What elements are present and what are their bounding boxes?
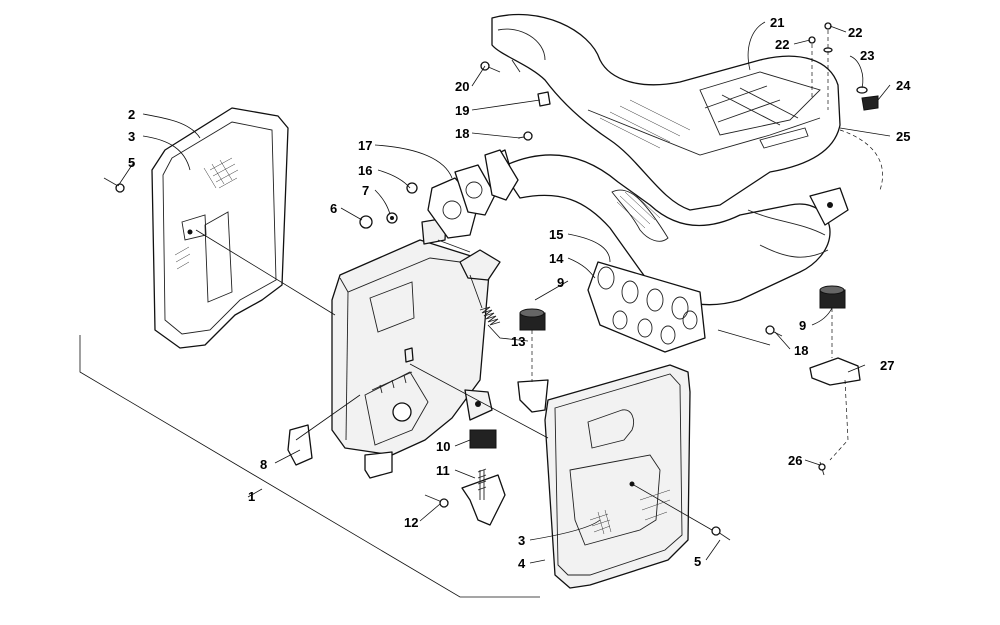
- callout-18b: 18: [794, 343, 808, 358]
- callout-17: 17: [358, 138, 372, 153]
- callout-6: 6: [330, 201, 337, 216]
- lower-mount-bracket: [287, 424, 506, 526]
- callout-9: 9: [557, 275, 564, 290]
- manifold-gasket: [587, 261, 706, 353]
- leader-lines: [117, 21, 891, 564]
- callout-5b: 5: [694, 554, 701, 569]
- heat-shield-left: [151, 107, 289, 349]
- callout-2: 2: [128, 107, 135, 122]
- callout-11: 11: [436, 463, 450, 478]
- callout-1: 1: [248, 489, 255, 504]
- callout-26: 26: [788, 453, 802, 468]
- callout-19: 19: [455, 103, 469, 118]
- callout-22: 22: [848, 25, 862, 40]
- spring: [469, 274, 501, 326]
- rubber-mount-right: [809, 285, 861, 461]
- rubber-mount-center: [517, 308, 549, 413]
- callout-9b: 9: [799, 318, 806, 333]
- callout-15: 15: [549, 227, 563, 242]
- callout-labels: 1 2 3 3 4 5 5 6 7 8 9 9 10 11 12 13 14 1…: [128, 15, 911, 571]
- callout-14: 14: [549, 251, 564, 266]
- callout-24: 24: [896, 78, 911, 93]
- callout-8: 8: [260, 457, 267, 472]
- fasteners: [103, 22, 883, 541]
- callout-25: 25: [896, 129, 910, 144]
- callout-20: 20: [455, 79, 469, 94]
- callout-23: 23: [860, 48, 874, 63]
- callout-21: 21: [770, 15, 784, 30]
- callout-5: 5: [128, 155, 135, 170]
- callout-4: 4: [518, 556, 526, 571]
- upper-pipe-heat-shield: [491, 13, 841, 211]
- callout-10: 10: [436, 439, 450, 454]
- callout-7: 7: [362, 183, 369, 198]
- flange-gaskets: [427, 149, 519, 239]
- callout-27: 27: [880, 358, 894, 373]
- callout-22b: 22: [775, 37, 789, 52]
- callout-13: 13: [511, 334, 525, 349]
- heat-shield-right: [544, 364, 691, 589]
- callout-18: 18: [455, 126, 469, 141]
- assembly-bracket-1: [79, 335, 540, 598]
- callout-3b: 3: [518, 533, 525, 548]
- callout-12: 12: [404, 515, 418, 530]
- callout-16: 16: [358, 163, 372, 178]
- muffler: [331, 217, 501, 479]
- callout-3: 3: [128, 129, 135, 144]
